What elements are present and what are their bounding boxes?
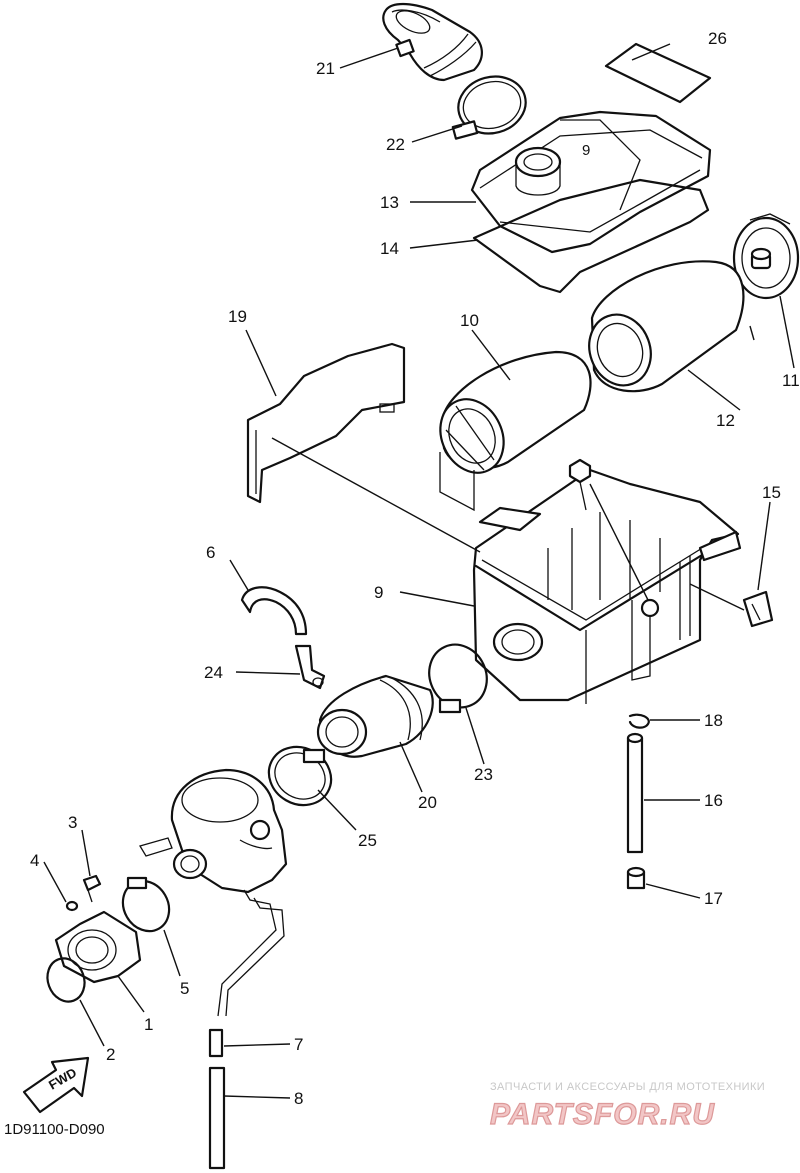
part-25-clamp: [267, 745, 333, 807]
svg-text:9: 9: [582, 142, 590, 159]
part-1-intake-manifold: [54, 910, 142, 984]
callout-4: 4: [30, 851, 39, 870]
part-20-intake-joint: [316, 674, 434, 758]
callout-21: 21: [316, 59, 335, 78]
part-2-o-ring: [46, 957, 86, 1003]
callout-25: 25: [358, 831, 377, 850]
part-26-label: [604, 42, 712, 104]
part-carburetor: [139, 768, 288, 1017]
part-22-clamp: [451, 75, 527, 140]
watermark-logo: PARTSFOR.RU: [490, 1098, 715, 1131]
callout-11: 11: [782, 371, 800, 390]
drawing-code: 1D91100-D090: [4, 1121, 105, 1138]
callout-3: 3: [68, 813, 77, 832]
callout-14: 14: [380, 239, 399, 258]
watermark: ЗАПЧАСТИ И АКСЕССУАРЫ ДЛЯ МОТОТЕХНИКИ PA…: [489, 1081, 765, 1132]
part-23-clamp: [428, 643, 488, 714]
part-10-element-frame: [439, 350, 592, 512]
part-3-screw: [82, 874, 102, 903]
part-14-gasket: [472, 178, 710, 294]
part-5-clamp: [121, 876, 171, 933]
part-15-clip: [742, 590, 774, 628]
part-16-drain-hose: [626, 732, 644, 854]
part-8-hose: [208, 1066, 226, 1170]
callout-23: 23: [474, 765, 493, 784]
callout-24: 24: [204, 663, 223, 682]
callout-12: 12: [716, 411, 735, 430]
part-17-plug: [626, 866, 646, 890]
callout-16: 16: [704, 791, 723, 810]
part-bolt: [568, 458, 592, 511]
callout-9: 9: [374, 583, 383, 602]
fwd-arrow-icon: [22, 1056, 90, 1114]
callout-6: 6: [206, 543, 215, 562]
callout-5: 5: [180, 979, 189, 998]
callout-26: 26: [708, 29, 727, 48]
part-9-airbox-case: [472, 468, 742, 704]
part-11-end-cap: [732, 213, 800, 300]
callout-19: 19: [228, 307, 247, 326]
part-7-joint: [208, 1028, 224, 1058]
callout-numbers: 21 22 26 13 14 10 11 12 19 9 6 24 20 23 …: [30, 29, 800, 1108]
callout-2: 2: [106, 1045, 115, 1064]
part-19-guard-plate: [246, 342, 406, 504]
part-4-washer: [65, 900, 79, 912]
part-24-joint: [294, 644, 326, 690]
callout-17: 17: [704, 889, 723, 908]
callout-10: 10: [460, 311, 479, 330]
leader-lines: [43, 43, 795, 1099]
callout-13: 13: [380, 193, 399, 212]
callout-22: 22: [386, 135, 405, 154]
part-18-clip: [628, 713, 650, 729]
part-12-filter-element: [588, 260, 745, 393]
callout-8: 8: [294, 1089, 303, 1108]
part-6-breather-hose: [240, 586, 308, 636]
callout-20: 20: [418, 793, 437, 812]
part-21-intake-duct: [382, 2, 483, 82]
callout-18: 18: [704, 711, 723, 730]
callout-7: 7: [294, 1035, 303, 1054]
callout-15: 15: [762, 483, 781, 502]
part-13-airbox-cover: 9: [470, 110, 712, 254]
watermark-caption: ЗАПЧАСТИ И АКСЕССУАРЫ ДЛЯ МОТОТЕХНИКИ: [490, 1081, 765, 1093]
callout-1: 1: [144, 1015, 153, 1034]
